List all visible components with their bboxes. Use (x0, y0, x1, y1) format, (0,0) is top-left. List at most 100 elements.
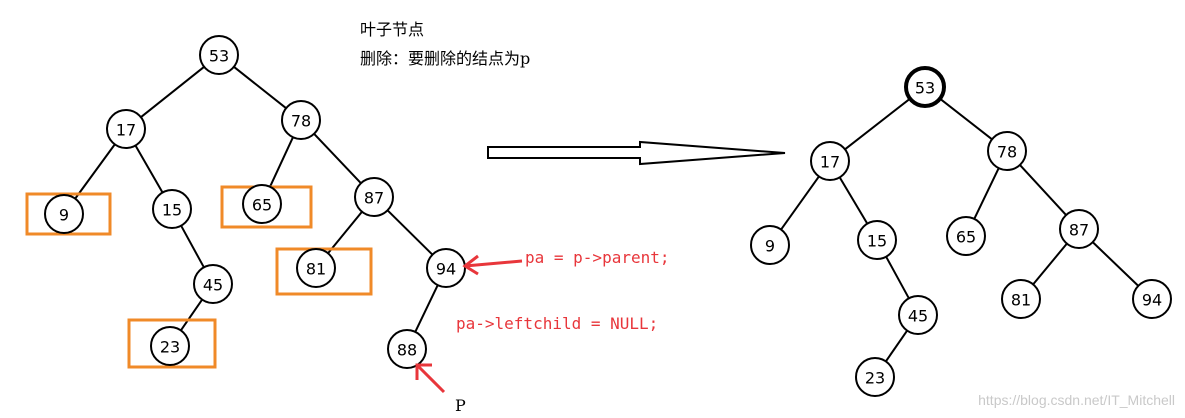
after-node-label-17: 17 (820, 153, 840, 172)
highlight-box-81 (275, 247, 373, 296)
before-node-circle-94 (426, 248, 466, 288)
after-node-circle-87 (1059, 209, 1099, 249)
before-node-label-17: 17 (116, 121, 136, 140)
after-edge-78-65 (973, 167, 1000, 220)
after-node-65: 65 (946, 216, 986, 256)
after-node-53: 53 (904, 66, 946, 108)
parent-pointer-arrow (462, 254, 523, 276)
before-node-label-81: 81 (306, 260, 326, 279)
before-node-53: 53 (199, 35, 239, 75)
before-node-94: 94 (426, 248, 466, 288)
after-node-circle-78 (987, 131, 1027, 171)
null-assignment-code: pa->leftchild = NULL; (456, 314, 658, 333)
after-node-circle-65 (946, 216, 986, 256)
p-pointer-arrow (415, 363, 446, 394)
before-node-23: 23 (150, 326, 190, 366)
after-node-label-65: 65 (956, 228, 976, 247)
before-node-label-88: 88 (397, 341, 417, 360)
before-edge-45-23 (180, 299, 203, 331)
before-node-17: 17 (106, 109, 146, 149)
after-node-81: 81 (1001, 279, 1041, 319)
before-node-label-9: 9 (59, 206, 69, 225)
before-node-87: 87 (354, 177, 394, 217)
after-edge-53-78 (939, 97, 993, 141)
after-node-9: 9 (750, 225, 790, 265)
after-edge-87-94 (1092, 241, 1139, 287)
before-node-circle-17 (106, 109, 146, 149)
after-node-78: 78 (987, 131, 1027, 171)
after-node-23: 23 (855, 357, 895, 397)
after-node-circle-81 (1001, 279, 1041, 319)
before-node-15: 15 (152, 189, 192, 229)
after-edge-45-23 (885, 330, 908, 362)
after-node-circle-94 (1132, 279, 1172, 319)
after-node-circle-23 (855, 357, 895, 397)
after-node-label-9: 9 (765, 237, 775, 256)
before-edge-17-15 (134, 144, 164, 194)
before-node-78: 78 (281, 100, 321, 140)
before-node-label-53: 53 (209, 47, 229, 66)
after-node-94: 94 (1132, 279, 1172, 319)
before-tree-highlight-boxes (25, 185, 373, 369)
after-node-15: 15 (857, 220, 897, 260)
parent-assignment-code: pa = p->parent; (525, 248, 670, 267)
before-edge-17-9 (74, 143, 116, 200)
watermark: https://blog.csdn.net/IT_Mitchell (978, 392, 1175, 408)
after-edge-87-81 (1032, 242, 1068, 286)
after-node-45: 45 (898, 295, 938, 335)
before-edge-78-65 (269, 136, 294, 188)
before-node-45: 45 (193, 264, 233, 304)
before-node-circle-88 (387, 329, 427, 369)
before-tree-nodes: 53 17 78 9 15 65 87 45 81 94 23 88 (44, 35, 466, 369)
before-node-label-87: 87 (364, 189, 384, 208)
before-node-label-23: 23 (160, 338, 180, 357)
after-tree-edges (780, 97, 1139, 362)
before-node-label-94: 94 (436, 260, 456, 279)
before-node-label-78: 78 (291, 112, 311, 131)
after-node-circle-15 (857, 220, 897, 260)
after-node-label-23: 23 (865, 369, 885, 388)
before-node-label-65: 65 (252, 196, 272, 215)
before-edge-53-78 (233, 66, 287, 109)
after-node-circle-9 (750, 225, 790, 265)
after-edge-15-45 (885, 256, 910, 299)
before-edge-53-17 (140, 66, 205, 118)
before-edge-87-81 (327, 211, 363, 254)
transition-arrow (487, 140, 786, 166)
highlight-box-23 (127, 318, 217, 369)
after-node-87: 87 (1059, 209, 1099, 249)
before-node-circle-45 (193, 264, 233, 304)
highlight-box-9 (25, 192, 112, 236)
before-node-circle-23 (150, 326, 190, 366)
after-node-label-45: 45 (908, 307, 928, 326)
after-edge-53-17 (844, 97, 911, 151)
before-node-circle-87 (354, 177, 394, 217)
before-tree-edges (74, 66, 439, 333)
after-node-circle-17 (810, 141, 850, 181)
after-edge-78-87 (1019, 164, 1067, 216)
after-node-label-15: 15 (867, 232, 887, 251)
after-node-label-87: 87 (1069, 221, 1089, 240)
before-node-circle-81 (296, 248, 336, 288)
before-node-9: 9 (44, 194, 84, 234)
before-node-88: 88 (387, 329, 427, 369)
after-tree-nodes: 53 17 78 9 15 65 87 45 81 94 23 (750, 66, 1172, 397)
before-edge-94-88 (414, 284, 439, 333)
after-edge-17-9 (780, 175, 820, 231)
before-node-circle-78 (281, 100, 321, 140)
after-node-label-78: 78 (997, 143, 1017, 162)
before-node-circle-65 (242, 184, 282, 224)
before-node-circle-15 (152, 189, 192, 229)
after-node-17: 17 (810, 141, 850, 181)
after-node-circle-45 (898, 295, 938, 335)
before-edge-87-94 (386, 209, 434, 256)
before-node-circle-9 (44, 194, 84, 234)
after-node-label-81: 81 (1011, 291, 1031, 310)
p-pointer-label: P (455, 396, 466, 415)
after-edge-17-15 (838, 176, 869, 225)
after-node-label-53: 53 (915, 79, 935, 98)
before-edge-15-45 (180, 225, 205, 268)
before-node-81: 81 (296, 248, 336, 288)
before-node-circle-53 (199, 35, 239, 75)
